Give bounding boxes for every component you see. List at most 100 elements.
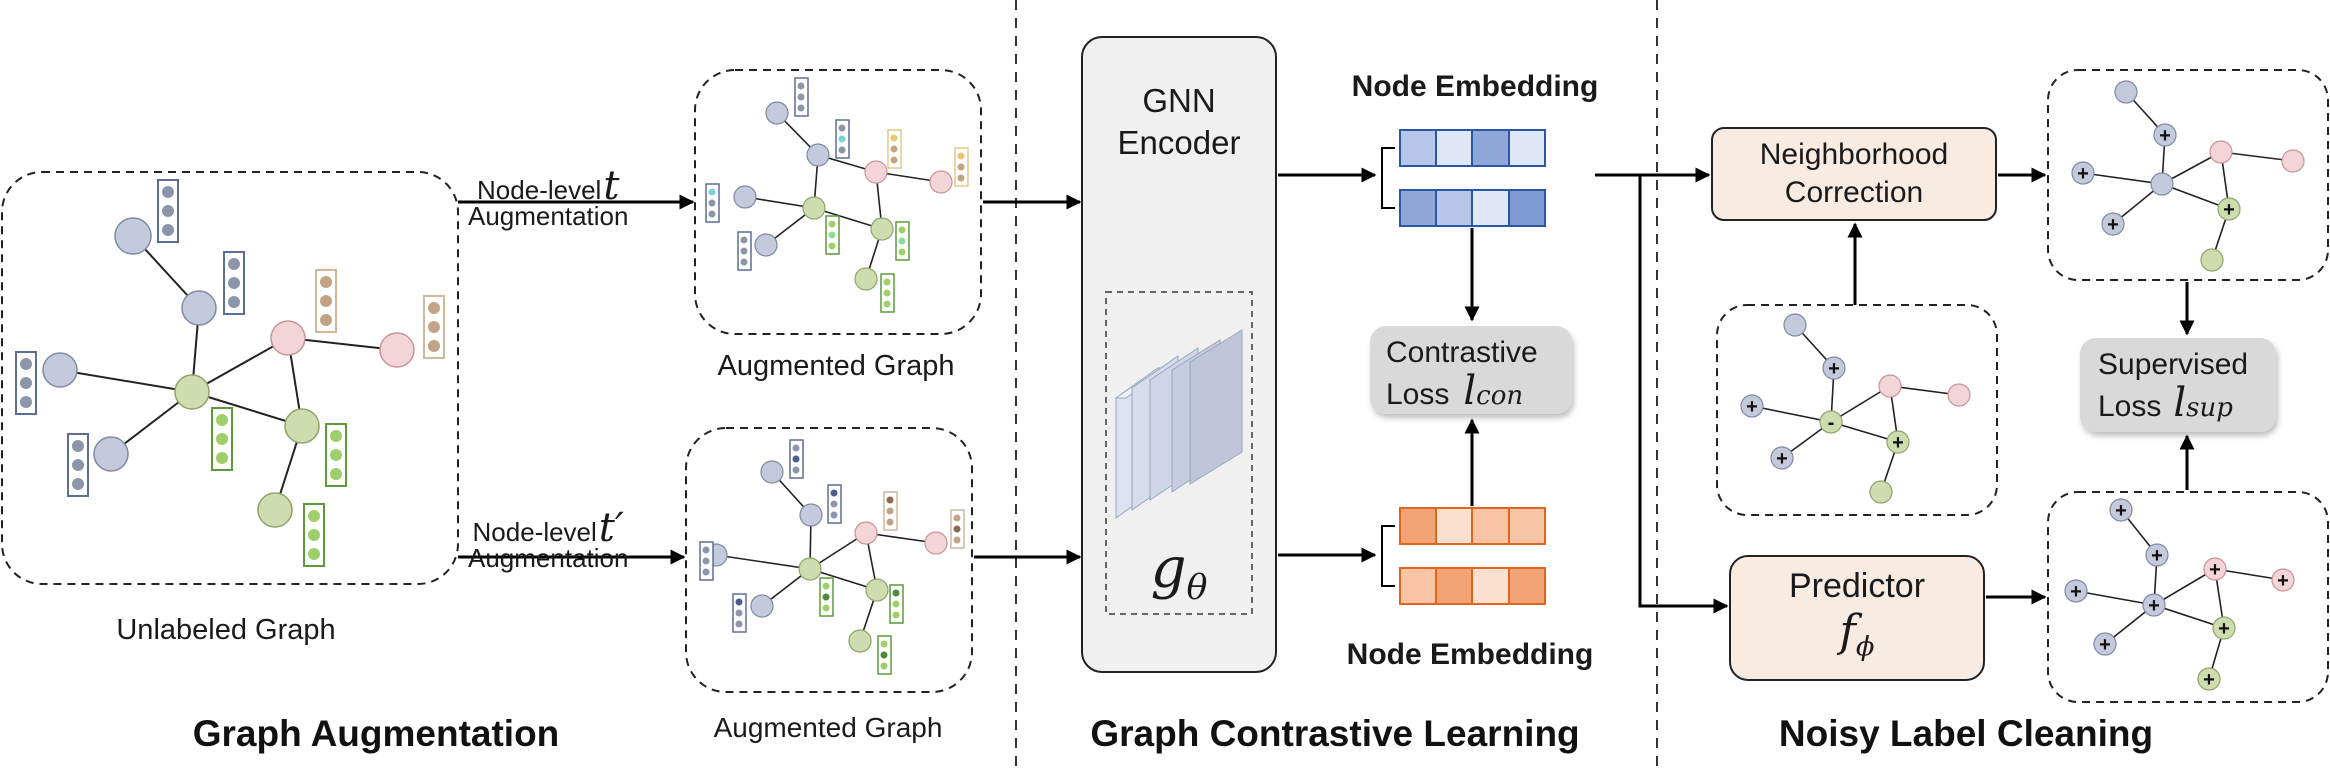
phi-subscript: ϕ	[1855, 631, 1875, 663]
plus-sign: +	[1828, 358, 1840, 380]
section-title-graph-contrastive-learning: Graph Contrastive Learning	[1090, 713, 1580, 754]
feature-vector	[315, 269, 337, 333]
neighborhood-correction-box	[1711, 127, 1997, 221]
embedding-top-a	[1399, 129, 1546, 167]
plus-sign: +	[2151, 545, 2163, 567]
corrected-graph	[2071, 80, 2305, 272]
augmented-graph-bottom-frame	[685, 427, 973, 693]
contrastive-loss-box	[1370, 326, 1572, 414]
plus-sign: +	[2209, 559, 2221, 581]
transform-t-prime: t′	[598, 505, 624, 551]
section-title-noisy-label-cleaning: Noisy Label Cleaning	[1778, 713, 2154, 754]
plus-sign: +	[2148, 595, 2160, 617]
embedding-bottom-a	[1399, 507, 1546, 545]
predicted-graph	[2064, 498, 2295, 691]
con-subscript: con	[1476, 381, 1524, 411]
encoder-layers-icon	[1114, 329, 1243, 519]
supervised-loss-box	[2080, 338, 2276, 432]
node-embedding-label-top: Node Embedding	[1351, 70, 1599, 103]
neighborhood-correction-label: Neighborhood Correction	[1760, 136, 1948, 212]
noisy-graph-frame	[1716, 304, 1998, 516]
label-signs: + + + + + + + + - + + + + + + + + +	[1746, 125, 2289, 691]
embedding-bottom-b	[1399, 567, 1546, 605]
node-level-text: Node-level	[477, 175, 602, 205]
theta-subscript: θ	[1186, 568, 1208, 609]
graph-node	[174, 374, 210, 410]
augmented-graph-top	[705, 77, 969, 313]
node-embedding-label-bottom: Node Embedding	[1346, 638, 1594, 671]
plus-sign: +	[2107, 214, 2119, 236]
g-theta-label: gθ	[1151, 535, 1208, 608]
noisy-graph	[1740, 313, 1971, 504]
g-theta-frame	[1105, 291, 1253, 615]
feature-vector	[211, 407, 233, 471]
plus-sign: +	[2277, 570, 2289, 592]
plus-sign: +	[1746, 396, 1758, 418]
augmentation-label-bottom: Node-level t′ Augmentation	[468, 505, 629, 574]
feature-vector	[423, 295, 445, 359]
plus-sign: +	[2218, 618, 2230, 640]
graph-node	[257, 492, 293, 528]
plus-sign: +	[1892, 432, 1904, 454]
f-symbol: f	[1839, 606, 1856, 657]
unlabeled-graph-frame	[1, 171, 459, 585]
graph-node	[270, 320, 306, 356]
neighborhood-text: Neighborhood	[1759, 138, 1949, 171]
graph-node	[181, 290, 217, 326]
augmentation-label-top: Node-level t Augmentation	[468, 163, 629, 232]
unlabeled-graph	[15, 179, 445, 567]
feature-vector	[303, 503, 325, 567]
plus-sign: +	[2070, 581, 2082, 603]
graph-node	[93, 436, 129, 472]
l-symbol: l	[2173, 380, 2187, 426]
graph-node	[284, 408, 320, 444]
feature-vector	[223, 251, 245, 315]
l-symbol: l	[1463, 368, 1477, 414]
augmented-graph-top-frame	[694, 69, 982, 335]
minus-sign: -	[1828, 412, 1835, 434]
graph-node	[114, 217, 152, 255]
sup-subscript: sup	[2186, 393, 2233, 423]
transform-t: t	[603, 163, 620, 209]
supervised-text: Supervised	[2098, 348, 2249, 381]
feature-vector	[15, 351, 37, 415]
flow-arrows	[458, 167, 2195, 614]
predictor-label: Predictor fϕ	[1789, 564, 1925, 672]
augmentation-text: Augmentation	[468, 201, 629, 231]
plus-sign: +	[2115, 500, 2127, 522]
section-title-graph-augmentation: Graph Augmentation	[192, 713, 560, 754]
unlabeled-graph-caption: Unlabeled Graph	[116, 614, 336, 646]
feature-vector	[67, 433, 89, 497]
plus-sign: +	[2077, 163, 2089, 185]
g-symbol: g	[1150, 536, 1187, 601]
correction-text: Correction	[1784, 176, 1924, 209]
loss-text: Loss	[1386, 378, 1450, 411]
augmented-graph-caption-bottom: Augmented Graph	[713, 712, 943, 743]
plus-sign: +	[2223, 199, 2235, 221]
feature-vector	[325, 423, 347, 487]
predictor-box	[1729, 555, 1985, 681]
plus-sign: +	[1776, 448, 1788, 470]
gnn-text: GNN	[1142, 82, 1216, 119]
node-level-text: Node-level	[472, 517, 597, 547]
encoder-text: Encoder	[1117, 124, 1241, 161]
predicted-graph-frame	[2047, 491, 2329, 703]
plus-sign: +	[2099, 634, 2111, 656]
loss-text: Loss	[2098, 390, 2162, 423]
corrected-graph-frame	[2047, 69, 2329, 281]
predictor-text: Predictor	[1788, 567, 1926, 605]
augmentation-text: Augmentation	[468, 543, 629, 573]
plus-sign: +	[2203, 669, 2215, 691]
augmented-graph-bottom	[699, 439, 965, 675]
feature-vector	[157, 179, 179, 243]
embedding-top-b	[1399, 189, 1546, 227]
plus-sign: +	[2159, 125, 2171, 147]
augmented-graph-caption-top: Augmented Graph	[717, 350, 955, 382]
contrastive-text: Contrastive	[1386, 336, 1538, 369]
graph-node	[379, 332, 415, 368]
gnn-encoder-box	[1081, 36, 1277, 673]
graph-node	[42, 352, 78, 388]
